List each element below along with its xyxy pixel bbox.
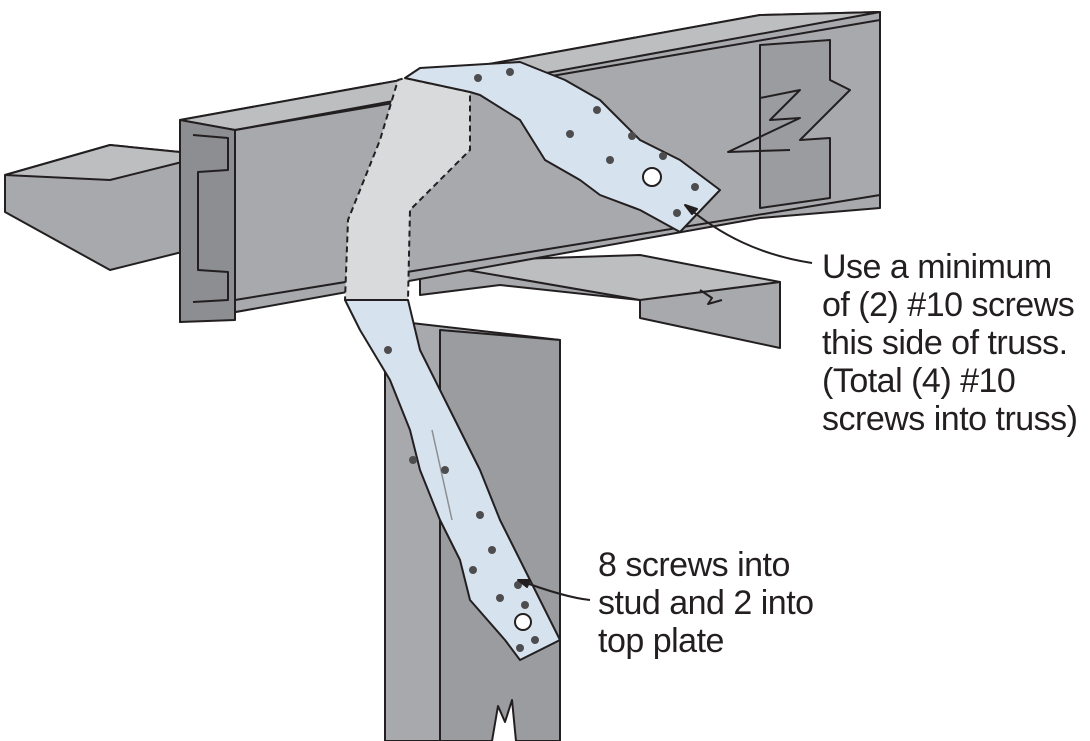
callout-line: 8 screws into — [598, 546, 790, 584]
callout-line: Use a minimum — [822, 248, 1052, 286]
callout-line: this side of truss. — [822, 324, 1068, 362]
callout-line: of (2) #10 screws — [822, 286, 1075, 324]
connector-large-holes — [514, 167, 662, 631]
callout-line: top plate — [598, 622, 724, 660]
screw-holes — [384, 68, 699, 652]
callout-line: screws into truss) — [822, 400, 1078, 438]
truss-screw-callout: Use a minimum of (2) #10 screws this sid… — [822, 248, 1078, 438]
truss-connector-strap-lower — [344, 299, 561, 661]
callout-line: (Total (4) #10 — [822, 362, 1016, 400]
truss-callout-arrowhead — [684, 204, 698, 215]
truss-callout-arrow — [684, 204, 813, 264]
callout-line: stud and 2 into — [598, 584, 814, 622]
top-plate-channel — [419, 254, 781, 349]
truss-web-member — [727, 39, 851, 209]
leader-arrows — [517, 204, 813, 601]
truss-connector-strap-upper — [404, 61, 721, 233]
stud-screw-callout: 8 screws into stud and 2 into top plate — [598, 546, 814, 660]
stud-callout-arrowhead — [517, 579, 531, 588]
